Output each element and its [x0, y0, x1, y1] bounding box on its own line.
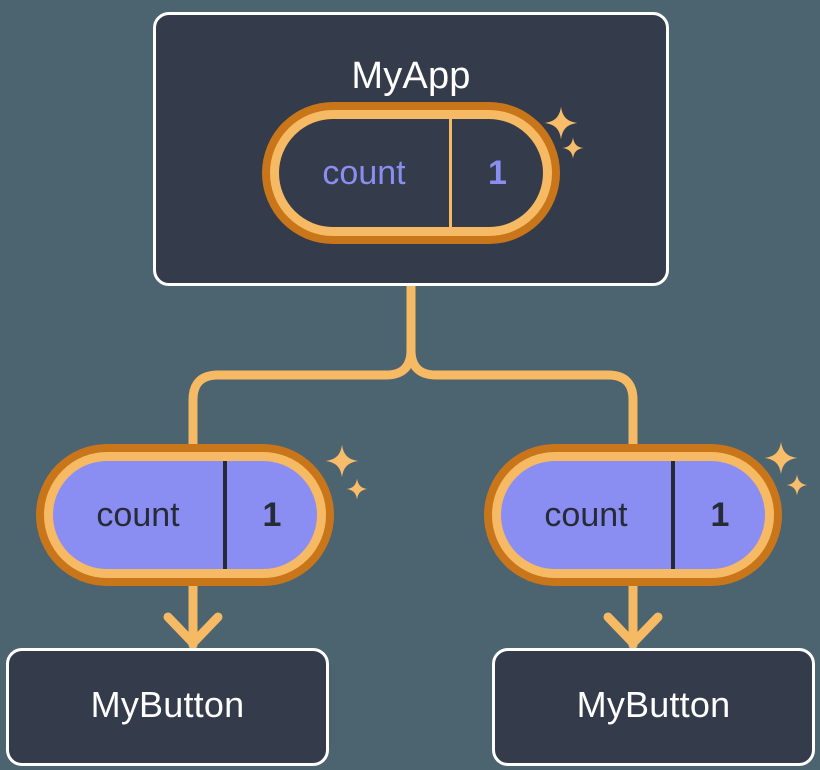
arrow-down-icon-left	[163, 612, 223, 648]
sparkle-icon	[764, 441, 798, 475]
state-pill-branch-right[interactable]: count 1	[492, 452, 774, 578]
state-value-label: 1	[449, 119, 543, 227]
component-card-mybutton-right[interactable]: MyButton	[492, 648, 815, 766]
state-value-label: 1	[223, 461, 317, 569]
sparkle-icon	[786, 474, 808, 496]
state-key-label: count	[96, 495, 180, 534]
wire-left-branch	[188, 281, 416, 457]
state-key-label: count	[544, 495, 628, 534]
arrow-down-icon-right	[603, 612, 663, 648]
component-label: MyButton	[90, 684, 245, 725]
state-pill-root[interactable]: count 1	[270, 110, 552, 236]
wire-right-branch	[406, 281, 638, 457]
component-card-mybutton-left[interactable]: MyButton	[6, 648, 329, 766]
page-title: MyApp	[351, 55, 471, 97]
state-pill-branch-left[interactable]: count 1	[44, 452, 326, 578]
sparkle-icon	[325, 444, 359, 478]
sparkle-icon	[346, 478, 368, 500]
state-value-label: 1	[671, 461, 765, 569]
state-key-label: count	[322, 153, 406, 192]
component-label: MyButton	[576, 684, 731, 725]
